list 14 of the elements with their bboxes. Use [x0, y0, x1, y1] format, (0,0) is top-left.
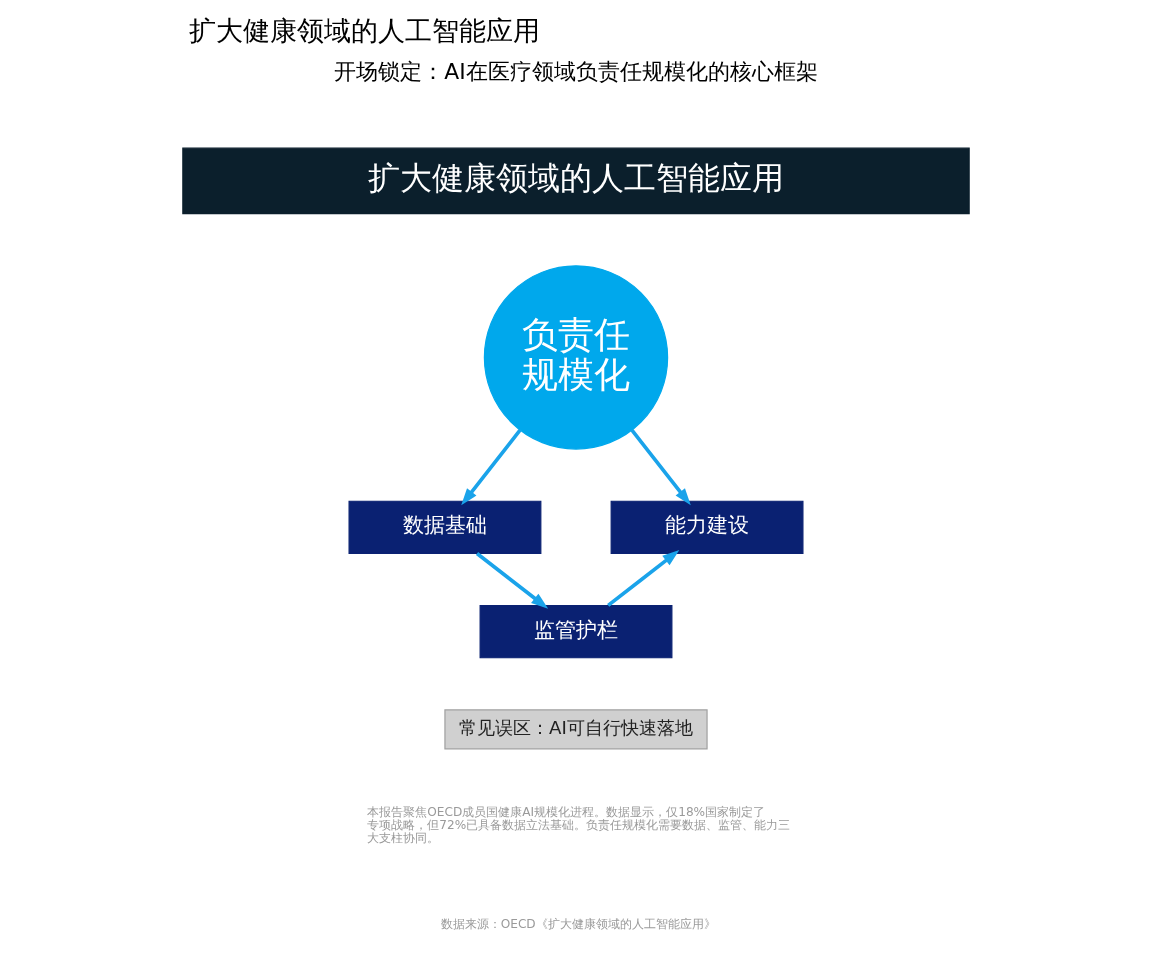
- node-circle: 负责任规模化: [483, 265, 669, 450]
- arrow: [475, 552, 549, 609]
- node-box: 常见误区：AI可自行快速落地: [444, 709, 708, 750]
- label: 数据来源：OECD《扩大健康领域的人工智能应用》: [440, 916, 716, 931]
- arrow: [607, 550, 680, 607]
- diagram-title: 扩大健康领域的人工智能应用: [188, 14, 540, 46]
- node-box: 能力建设: [610, 500, 804, 554]
- arrow: [630, 429, 691, 506]
- node-box: 数据基础: [348, 500, 542, 554]
- node-box: 扩大健康领域的人工智能应用: [182, 147, 970, 215]
- label: 本报告聚焦OECD成员国健康AI规模化进程。数据显示，仅18%国家制定了专项战略，但72%已具备数据立法基础。负责任规模化需要数据、监管、能力三大支柱协同。: [367, 804, 791, 846]
- node-box: 监管护栏: [479, 605, 673, 659]
- label: 开场锁定：AI在医疗领域负责任规模化的核心框架: [334, 59, 818, 85]
- arrow: [461, 429, 522, 506]
